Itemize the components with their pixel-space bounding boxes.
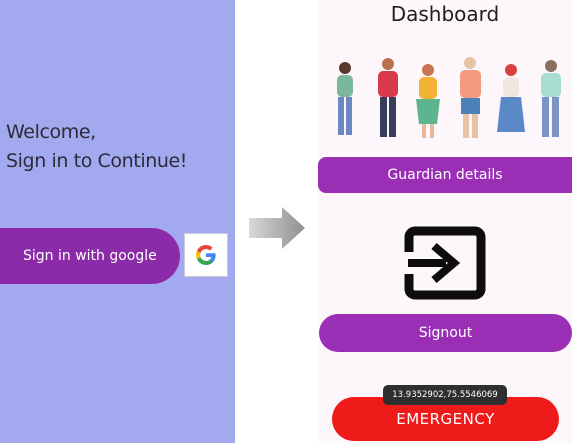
sign-in-with-google-button[interactable]: Sign in with google: [0, 228, 180, 284]
google-g-icon: [196, 245, 216, 265]
welcome-line-2: Sign in to Continue!: [6, 150, 188, 172]
google-sign-in-icon-button[interactable]: [184, 233, 228, 277]
signout-button[interactable]: Signout: [319, 314, 572, 352]
dashboard-screen: Dashboard Guardian details: [318, 0, 572, 443]
welcome-heading: Welcome, Sign in to Continue!: [6, 118, 187, 176]
exit-icon[interactable]: [404, 226, 486, 300]
welcome-line-1: Welcome,: [6, 121, 96, 143]
dashboard-title: Dashboard: [390, 2, 500, 26]
emergency-label: EMERGENCY: [396, 410, 495, 428]
login-screen: Welcome, Sign in to Continue! Sign in wi…: [0, 0, 235, 443]
sign-in-with-google-label: Sign in with google: [23, 248, 157, 264]
guardian-details-label: Guardian details: [387, 167, 503, 183]
signout-label: Signout: [418, 325, 473, 341]
guardian-details-button[interactable]: Guardian details: [318, 157, 572, 193]
group-of-people-illustration: [337, 57, 561, 138]
coordinates-toast: 13.9352902,75.5546069: [383, 385, 507, 405]
right-arrow-icon: [249, 207, 305, 249]
